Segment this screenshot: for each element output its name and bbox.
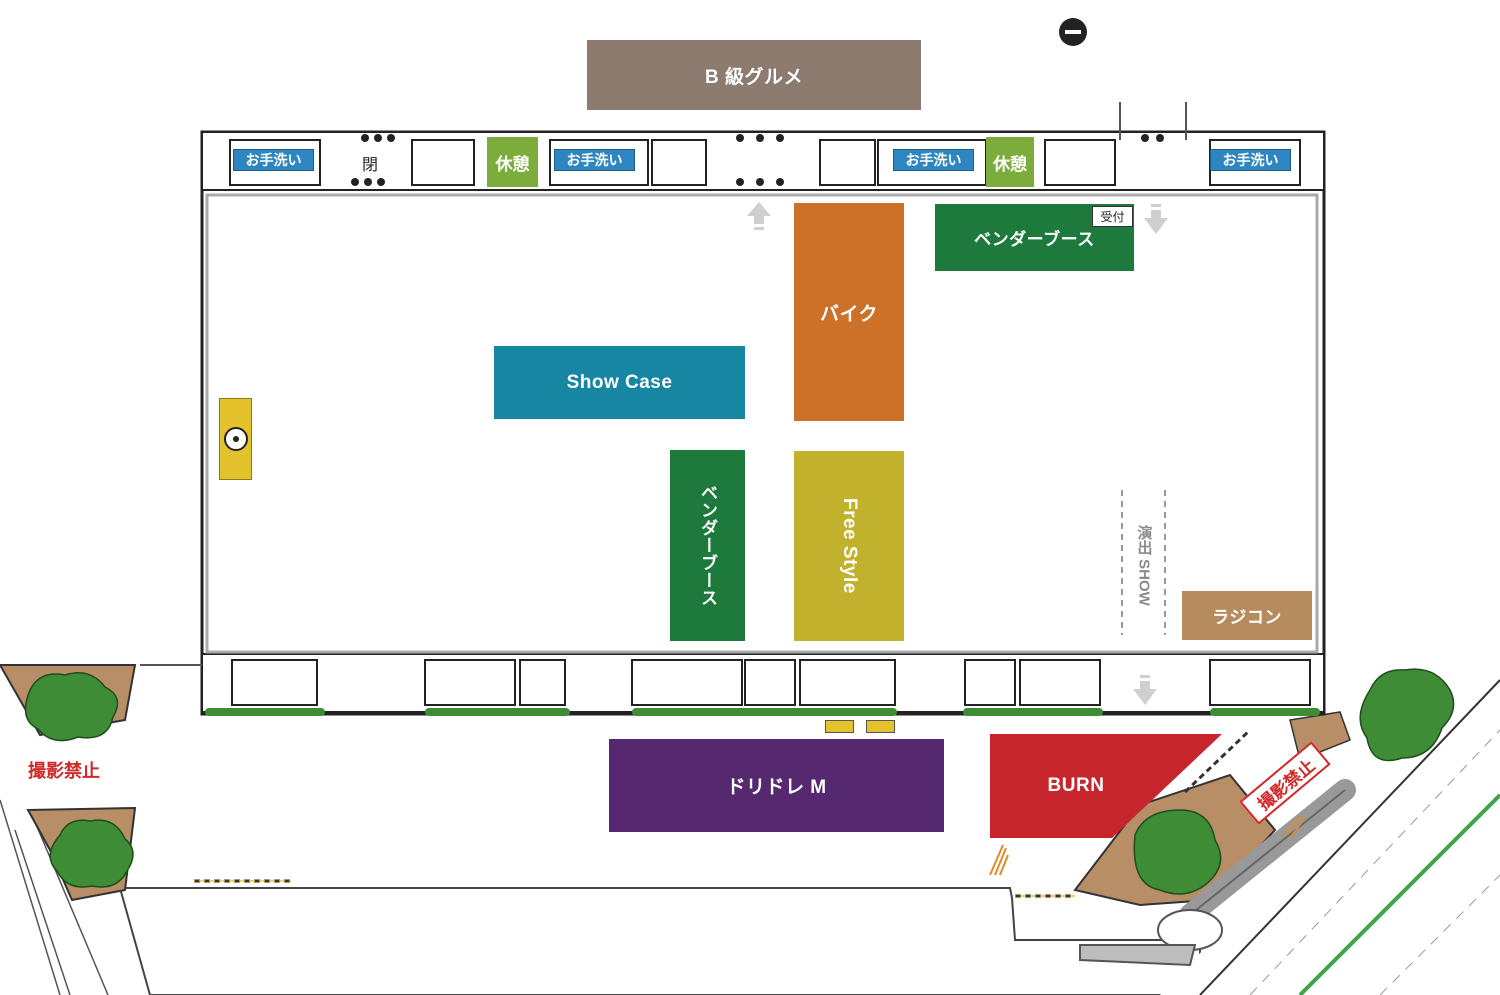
arrow-down-icon — [1144, 204, 1168, 234]
smoking-area-icon[interactable] — [1059, 18, 1087, 46]
zone-burn-label: BURN — [1047, 775, 1105, 796]
washroom-3[interactable]: お手洗い — [893, 149, 974, 171]
reception-text: 受付 — [1100, 210, 1125, 224]
rest-area-2[interactable]: 休憩 — [986, 137, 1034, 187]
dj-booth-icon — [223, 427, 248, 451]
zone-vendor-vertical-label: ベンダーブース — [698, 484, 717, 607]
zone-b-gourmet-label: B 級グルメ — [704, 66, 803, 88]
zone-vendor-top-label: ベンダーブース — [974, 230, 1095, 249]
rest-area-2-label: 休憩 — [993, 154, 1027, 174]
washroom-1-label: お手洗い — [245, 152, 302, 168]
zone-dridore-label: ドリドレ M — [726, 777, 827, 798]
arrow-up-icon — [747, 202, 771, 230]
marker-sign — [825, 720, 854, 733]
zone-demo-show[interactable]: 演出 SHOW — [1128, 510, 1160, 620]
zone-freestyle-label: Free Style — [839, 498, 860, 594]
zone-demo-show-label: 演出 SHOW — [1135, 524, 1153, 606]
washroom-4[interactable]: お手洗い — [1210, 149, 1291, 171]
washroom-3-label: お手洗い — [905, 152, 962, 168]
washroom-1[interactable]: お手洗い — [233, 149, 314, 171]
no-photo-notice-left: 撮影禁止 — [28, 757, 100, 783]
zone-showcase-label: Show Case — [566, 371, 673, 393]
zone-b-gourmet[interactable]: B 級グルメ — [587, 40, 921, 110]
zone-bike-label: バイク — [819, 303, 879, 325]
arrow-down-icon — [1133, 675, 1157, 705]
closed-label: 閉 — [362, 151, 378, 175]
zone-freestyle[interactable]: Free Style — [794, 451, 904, 641]
rest-area-1[interactable]: 休憩 — [487, 137, 538, 187]
washroom-4-label: お手洗い — [1222, 152, 1279, 168]
zone-radicon-label: ラジコン — [1212, 608, 1282, 627]
closed-text: 閉 — [362, 157, 379, 174]
zone-vendor-vertical[interactable]: ベンダーブース — [670, 450, 745, 641]
zone-bike[interactable]: バイク — [794, 203, 904, 421]
no-photo-left-text: 撮影禁止 — [28, 761, 100, 781]
washroom-2[interactable]: お手洗い — [554, 149, 635, 171]
rest-area-1-label: 休憩 — [495, 154, 530, 174]
reception-label: 受付 — [1092, 206, 1133, 227]
dj-booth[interactable] — [219, 398, 252, 480]
zone-dridore[interactable]: ドリドレ M — [609, 739, 944, 832]
washroom-2-label: お手洗い — [566, 152, 623, 168]
zone-burn[interactable]: BURN — [990, 734, 1162, 838]
zone-radicon[interactable]: ラジコン — [1182, 591, 1312, 640]
zone-showcase[interactable]: Show Case — [494, 346, 745, 419]
marker-sign — [866, 720, 895, 733]
